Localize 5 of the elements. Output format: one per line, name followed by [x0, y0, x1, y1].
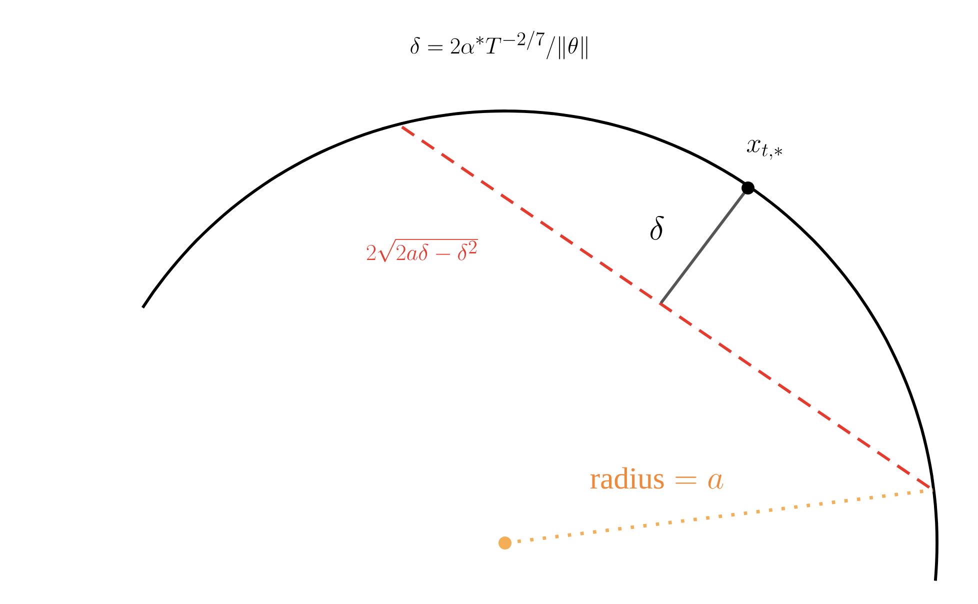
radius-label: $\mathrm{radius} = a$ — [590, 467, 724, 489]
point-label: $x_{t,*}$ — [746, 140, 782, 160]
title-formula: $\delta = 2\alpha^* T^{-2/7} / \|\theta\|$ — [410, 30, 588, 60]
chord-length-label: $2\sqrt{2a\delta - \delta^2}$ — [366, 238, 478, 262]
distance-label: $\delta$ — [650, 216, 664, 240]
